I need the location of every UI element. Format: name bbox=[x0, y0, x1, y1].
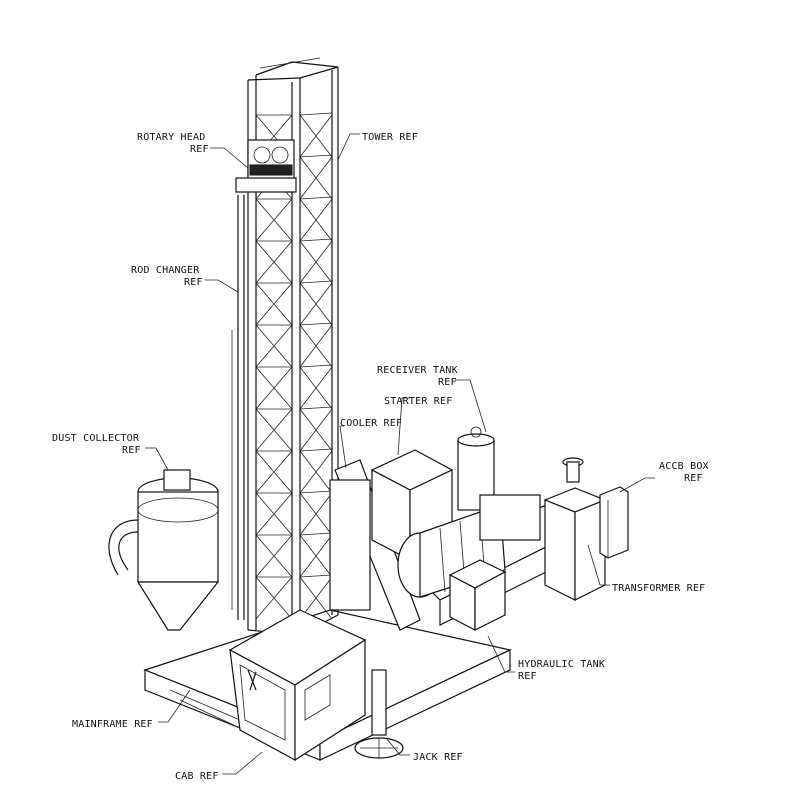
tower-member bbox=[299, 490, 333, 494]
tower-member bbox=[299, 198, 333, 242]
rotary-head bbox=[235, 139, 297, 193]
tower-member bbox=[299, 406, 333, 410]
tower-member bbox=[299, 364, 333, 368]
label-rotary-head: ROTARY HEAD bbox=[137, 132, 205, 143]
tower-member bbox=[299, 532, 333, 536]
tower-member bbox=[299, 574, 333, 578]
tower-member bbox=[247, 77, 301, 81]
rod-changer bbox=[231, 195, 245, 620]
label-rod-changer-ref: REF bbox=[184, 277, 203, 288]
tower-member bbox=[299, 238, 333, 242]
transformer bbox=[543, 457, 607, 601]
tower-member bbox=[299, 492, 333, 536]
cab bbox=[228, 609, 367, 762]
tower-member bbox=[255, 408, 293, 452]
label-receiver-tank-ref: REF bbox=[438, 377, 457, 388]
jack bbox=[354, 669, 404, 759]
tower-member bbox=[255, 492, 293, 536]
tower-member bbox=[255, 282, 293, 326]
tower-member bbox=[255, 61, 293, 76]
label-transformer: TRANSFORMER REF bbox=[612, 583, 705, 594]
label-dust-collector: DUST COLLECTOR bbox=[52, 433, 140, 444]
tower-member bbox=[299, 154, 333, 158]
tower-member bbox=[255, 576, 293, 620]
tower-member bbox=[259, 57, 321, 69]
label-rotary-head-ref: REF bbox=[190, 144, 209, 155]
tower-member bbox=[299, 280, 333, 284]
tower bbox=[247, 57, 339, 636]
tower-member bbox=[299, 114, 333, 158]
compressor bbox=[397, 494, 541, 598]
tower-member bbox=[255, 324, 293, 368]
label-receiver-tank: RECEIVER TANK bbox=[377, 365, 458, 376]
tower-member bbox=[255, 366, 293, 410]
label-cooler: COOLER REF bbox=[340, 418, 402, 429]
tower-member bbox=[299, 448, 333, 452]
tower-member bbox=[291, 61, 339, 68]
tower-member bbox=[299, 112, 333, 116]
label-accb-box: ACCB BOX bbox=[659, 461, 709, 472]
tower-member bbox=[299, 324, 333, 368]
dust-collector bbox=[108, 469, 220, 631]
tower-member bbox=[299, 156, 333, 200]
cooler bbox=[329, 459, 421, 631]
tower-member bbox=[299, 66, 339, 79]
tower-member bbox=[299, 408, 333, 452]
tower-member bbox=[299, 534, 333, 578]
tower-member bbox=[299, 196, 333, 200]
tower-member bbox=[255, 240, 293, 284]
label-starter: STARTER REF bbox=[384, 396, 452, 407]
label-rod-changer: ROD CHANGER bbox=[131, 265, 200, 276]
label-mainframe: MAINFRAME REF bbox=[72, 719, 153, 730]
label-accb-box-ref: REF bbox=[684, 473, 703, 484]
tower-member bbox=[299, 366, 333, 410]
tower-member bbox=[299, 322, 333, 326]
tower-member bbox=[299, 240, 333, 284]
tower-member bbox=[255, 198, 293, 242]
label-hydraulic-tank: HYDRAULIC TANK bbox=[518, 659, 605, 670]
tower-member bbox=[255, 534, 293, 578]
label-jack: JACK REF bbox=[413, 752, 463, 763]
tower-member bbox=[255, 450, 293, 494]
labels: ROTARY HEAD REF TOWER REF ROD CHANGER RE… bbox=[52, 132, 709, 782]
label-hydraulic-tank-ref: REF bbox=[518, 671, 537, 682]
leader-lines bbox=[145, 133, 655, 775]
label-cab: CAB REF bbox=[175, 771, 219, 782]
tower-member bbox=[299, 450, 333, 494]
label-tower: TOWER REF bbox=[362, 132, 418, 143]
accb-box bbox=[599, 486, 629, 559]
tower-member bbox=[299, 282, 333, 326]
hydraulic-tank bbox=[448, 559, 507, 631]
label-dust-collector-ref: REF bbox=[122, 445, 141, 456]
